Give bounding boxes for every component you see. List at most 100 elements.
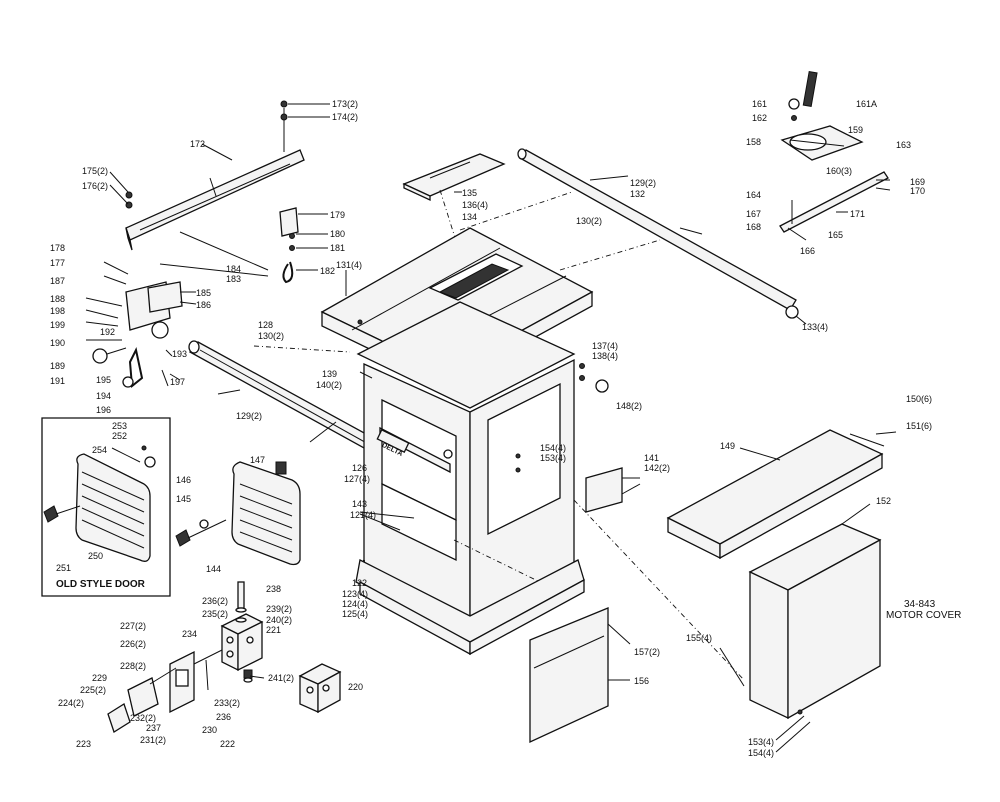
extension-wing-149 bbox=[666, 429, 897, 560]
label-240: 240(2) bbox=[266, 615, 293, 625]
label-196: 196 bbox=[96, 405, 112, 415]
label-124: 124(4) bbox=[342, 599, 369, 609]
label-183: 183 bbox=[226, 274, 242, 284]
door-146 bbox=[175, 461, 301, 566]
label-186: 186 bbox=[196, 300, 212, 310]
hardware-148 bbox=[359, 363, 609, 473]
label-158: 158 bbox=[746, 137, 762, 147]
label-127: 127(4) bbox=[344, 474, 371, 484]
old-style-door-box bbox=[41, 417, 171, 597]
label-187: 187 bbox=[50, 276, 66, 286]
label-232: 232(2) bbox=[130, 713, 157, 723]
motor-cover-152 bbox=[748, 503, 882, 753]
label-227: 227(2) bbox=[120, 621, 147, 631]
label-149: 149 bbox=[720, 441, 736, 451]
label-133: 133(4) bbox=[802, 322, 829, 332]
label-154a: 154(4) bbox=[540, 443, 567, 453]
label-144: 144 bbox=[206, 564, 222, 574]
label-194: 194 bbox=[96, 391, 112, 401]
label-220: 220 bbox=[348, 682, 364, 692]
motor-cover-caption: MOTOR COVER bbox=[886, 610, 962, 621]
label-174: 174(2) bbox=[332, 112, 359, 122]
label-181: 181 bbox=[330, 243, 346, 253]
label-192: 192 bbox=[100, 327, 116, 337]
label-146: 146 bbox=[176, 475, 192, 485]
label-190: 190 bbox=[50, 338, 66, 348]
label-195: 195 bbox=[96, 375, 112, 385]
label-163: 163 bbox=[896, 140, 912, 150]
label-138: 138(4) bbox=[592, 351, 619, 361]
label-130b: 130(2) bbox=[258, 331, 285, 341]
label-188: 188 bbox=[50, 294, 66, 304]
rear-rail-132 bbox=[459, 148, 807, 325]
label-228: 228(2) bbox=[120, 661, 147, 671]
label-140: 140(2) bbox=[316, 380, 343, 390]
label-136: 136(4) bbox=[462, 200, 489, 210]
label-230: 230 bbox=[202, 725, 218, 735]
label-184: 184 bbox=[226, 264, 242, 274]
label-224: 224(2) bbox=[58, 698, 85, 708]
label-173: 173(2) bbox=[332, 99, 359, 109]
label-177: 177 bbox=[50, 258, 66, 268]
label-223: 223 bbox=[76, 739, 92, 749]
label-153b: 153(4) bbox=[748, 737, 775, 747]
label-164: 164 bbox=[746, 190, 762, 200]
label-170: 170 bbox=[910, 186, 926, 196]
label-166: 166 bbox=[800, 246, 816, 256]
label-251: 251 bbox=[56, 563, 72, 573]
label-126: 126 bbox=[352, 463, 368, 473]
label-128: 128 bbox=[258, 320, 274, 330]
label-130a: 130(2) bbox=[576, 216, 603, 226]
label-253: 253 bbox=[112, 421, 128, 431]
label-159: 159 bbox=[848, 125, 864, 135]
rear-clamp-179 bbox=[159, 207, 328, 284]
label-185: 185 bbox=[196, 288, 212, 298]
label-239: 239(2) bbox=[266, 604, 293, 614]
label-139: 139 bbox=[322, 369, 338, 379]
label-155: 155(4) bbox=[686, 633, 713, 643]
label-167: 167 bbox=[746, 209, 762, 219]
label-252: 252 bbox=[112, 431, 128, 441]
label-191: 191 bbox=[50, 376, 66, 386]
label-156: 156 bbox=[634, 676, 650, 686]
label-137: 137(4) bbox=[592, 341, 619, 351]
label-238: 238 bbox=[266, 584, 282, 594]
label-135: 135 bbox=[462, 188, 478, 198]
table-insert-135 bbox=[402, 153, 506, 261]
label-236: 236(2) bbox=[202, 596, 229, 606]
label-197: 197 bbox=[170, 377, 186, 387]
rear-panel-156 bbox=[529, 607, 745, 744]
label-134: 134 bbox=[462, 212, 478, 222]
label-169: 169 bbox=[910, 177, 926, 187]
motor-cover-code: 34-843 bbox=[904, 599, 936, 610]
label-189: 189 bbox=[50, 361, 66, 371]
label-161: 161 bbox=[752, 99, 768, 109]
label-234: 234 bbox=[182, 629, 198, 639]
label-148: 148(2) bbox=[616, 401, 643, 411]
label-229: 229 bbox=[92, 673, 108, 683]
label-162: 162 bbox=[752, 113, 768, 123]
label-131: 131(4) bbox=[336, 260, 363, 270]
label-168: 168 bbox=[746, 222, 762, 232]
label-147: 147 bbox=[250, 455, 266, 465]
label-143: 143 bbox=[352, 499, 368, 509]
label-142: 142(2) bbox=[644, 463, 671, 473]
label-241: 241(2) bbox=[268, 673, 295, 683]
fence-head-185 bbox=[85, 261, 197, 388]
label-179: 179 bbox=[330, 210, 346, 220]
label-250: 250 bbox=[88, 551, 104, 561]
label-161a: 161A bbox=[856, 99, 878, 109]
label-165: 165 bbox=[828, 230, 844, 240]
label-132: 132 bbox=[630, 189, 646, 199]
label-152: 152 bbox=[876, 496, 892, 506]
cabinet-122 bbox=[355, 301, 745, 681]
label-221: 221 bbox=[266, 625, 282, 635]
label-178: 178 bbox=[50, 243, 66, 253]
label-129b: 129(2) bbox=[630, 178, 657, 188]
label-182: 182 bbox=[320, 266, 336, 276]
label-150: 150(6) bbox=[906, 394, 933, 404]
label-129a: 129(2) bbox=[236, 411, 263, 421]
miter-gauge-158 bbox=[779, 70, 891, 241]
label-226: 226(2) bbox=[120, 639, 147, 649]
